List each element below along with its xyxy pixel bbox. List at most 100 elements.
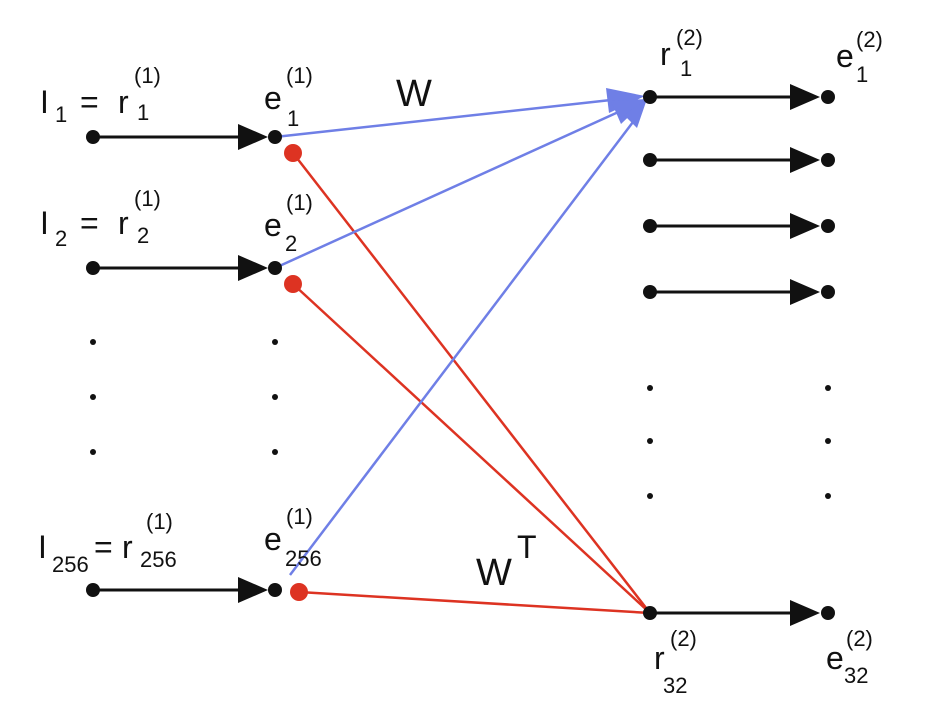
label-base: e [264, 521, 282, 557]
output-arrowhead-1 [790, 84, 820, 110]
e2-node-32 [821, 606, 835, 620]
label-superscript: (2) [846, 626, 873, 651]
label-superscript: (1) [286, 63, 313, 88]
r2-node-1 [643, 90, 657, 104]
label-subscript: 256 [52, 552, 89, 577]
label-equals: = [94, 529, 113, 565]
label-w: W [396, 73, 432, 115]
label-equals: = [80, 84, 99, 120]
ellipsis-dots [90, 339, 831, 499]
input-node-2 [86, 261, 100, 275]
output-arrowhead-32 [790, 600, 820, 626]
label-base: r [122, 529, 133, 565]
label-base: r [118, 84, 129, 120]
label-superscript: (2) [676, 25, 703, 50]
label-superscript: T [517, 529, 537, 565]
r2-node-3 [643, 219, 657, 233]
input-node-1 [86, 130, 100, 144]
label-subscript: 32 [663, 673, 687, 698]
label-subscript: 1 [55, 102, 67, 127]
r2-node-4 [643, 285, 657, 299]
label-superscript: (1) [286, 190, 313, 215]
label-equals: = [80, 205, 99, 241]
e2-node-4 [821, 285, 835, 299]
label-e2-1: e (2) 1 [836, 27, 883, 87]
error-node-256 [268, 583, 282, 597]
label-e1-256: e (1) 256 [264, 504, 322, 571]
ellipsis-dot [90, 449, 96, 455]
label-subscript: 1 [856, 62, 868, 87]
ellipsis-dot [272, 339, 278, 345]
label-subscript: 2 [137, 223, 149, 248]
input-arrows [93, 124, 268, 603]
w-connections [274, 88, 647, 576]
r2-node-32 [643, 606, 657, 620]
label-base: I [40, 205, 49, 241]
label-wt: W T [476, 529, 537, 594]
w-line-1 [274, 97, 621, 139]
error-node-2 [268, 261, 282, 275]
label-e2-32: e (2) 32 [826, 626, 873, 688]
label-e1-2: e (1) 2 [264, 190, 313, 256]
ellipsis-dot [90, 394, 96, 400]
input-arrowhead-1 [238, 124, 268, 150]
label-subscript: 1 [287, 106, 299, 131]
label-superscript: (2) [670, 626, 697, 651]
label-base: I [38, 529, 47, 565]
label-e1-1: e (1) 1 [264, 63, 313, 131]
prediction-nodes [284, 144, 308, 601]
r2-node-2 [643, 153, 657, 167]
representation-layer2-nodes [643, 90, 657, 620]
label-subscript: 1 [680, 56, 692, 81]
label-input-1: I 1 = r (1) 1 [40, 63, 161, 127]
input-nodes [86, 130, 100, 597]
label-r2-32: r (2) 32 [654, 626, 697, 698]
ellipsis-dot [272, 394, 278, 400]
output-arrowhead-3 [790, 213, 820, 239]
ellipsis-dot [825, 438, 831, 444]
label-base: W [476, 552, 512, 594]
label-superscript: (1) [134, 63, 161, 88]
e2-node-3 [821, 219, 835, 233]
prediction-node-1 [284, 144, 302, 162]
ellipsis-dot [647, 438, 653, 444]
ellipsis-dot [272, 449, 278, 455]
label-base: e [264, 80, 282, 116]
label-subscript: 256 [140, 547, 177, 572]
ellipsis-dot [825, 385, 831, 391]
label-input-256: I 256 = r (1) 256 [38, 509, 177, 577]
wt-connections [292, 152, 651, 615]
wt-line-256 [298, 590, 651, 615]
input-arrowhead-256 [238, 577, 268, 603]
label-base: I [40, 84, 49, 120]
label-subscript: 32 [844, 663, 868, 688]
input-arrowhead-2 [238, 255, 268, 281]
label-base: r [654, 640, 665, 676]
input-node-256 [86, 583, 100, 597]
label-base: r [660, 36, 671, 72]
label-subscript: 2 [285, 231, 297, 256]
output-arrowhead-2 [790, 147, 820, 173]
ellipsis-dot [647, 385, 653, 391]
label-subscript: 2 [55, 226, 67, 251]
wt-line-1 [292, 152, 651, 614]
prediction-node-256 [290, 583, 308, 601]
label-base: e [264, 207, 282, 243]
label-input-2: I 2 = r (1) 2 [40, 186, 161, 251]
label-superscript: (1) [134, 186, 161, 211]
w-line-256 [289, 121, 634, 576]
error-node-1 [268, 130, 282, 144]
w-line-2 [274, 107, 626, 270]
ellipsis-dot [90, 339, 96, 345]
ellipsis-dot [647, 493, 653, 499]
output-arrowhead-4 [790, 279, 820, 305]
label-base: e [826, 640, 844, 676]
label-superscript: (2) [856, 27, 883, 52]
w-arrowhead-256 [624, 99, 647, 128]
e2-node-1 [821, 90, 835, 104]
label-superscript: (1) [286, 504, 313, 529]
prediction-node-2 [284, 275, 302, 293]
label-superscript: (1) [146, 509, 173, 534]
label-r2-1: r (2) 1 [660, 25, 703, 81]
